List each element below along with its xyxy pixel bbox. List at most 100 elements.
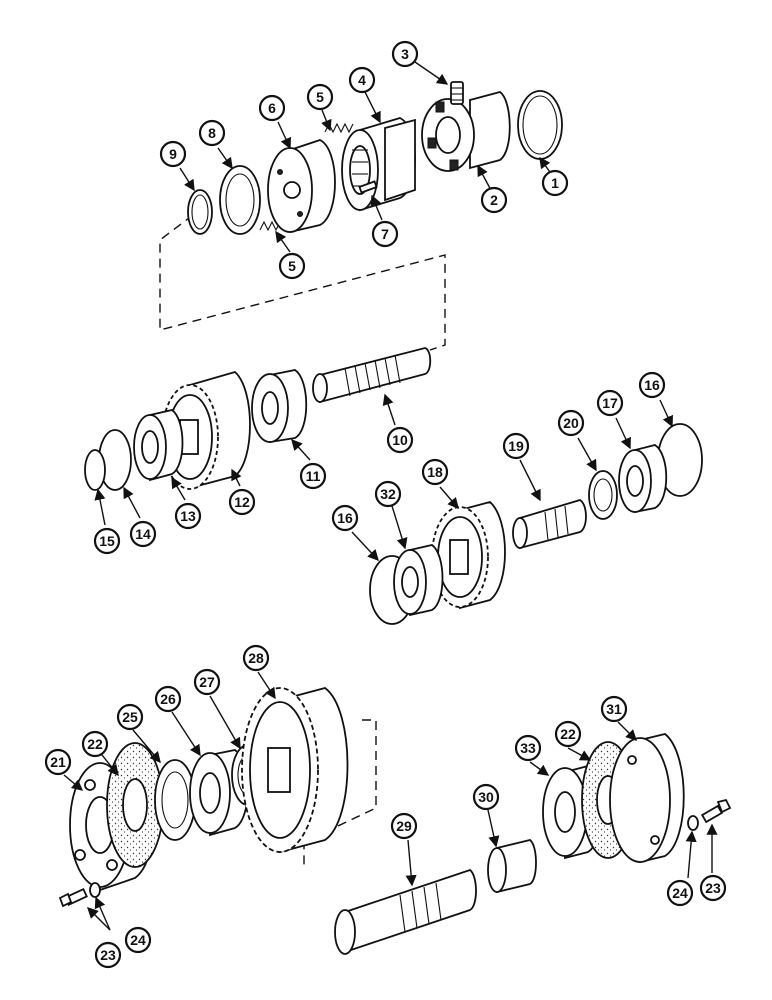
callout-26: 26 xyxy=(154,685,182,713)
callout-23-left: 23 xyxy=(94,941,122,969)
leader-lines xyxy=(63,61,718,931)
part-31-cover-plate xyxy=(609,733,685,864)
callout-5-upper: 5 xyxy=(306,83,334,111)
callout-27: 27 xyxy=(193,668,221,696)
svg-text:16: 16 xyxy=(644,377,660,393)
callout-3: 3 xyxy=(391,40,419,68)
svg-text:33: 33 xyxy=(520,740,536,756)
svg-text:3: 3 xyxy=(401,46,409,62)
svg-text:20: 20 xyxy=(563,415,579,431)
svg-text:18: 18 xyxy=(427,464,443,480)
callout-19: 19 xyxy=(502,432,530,460)
callout-21: 21 xyxy=(44,748,72,776)
svg-text:22: 22 xyxy=(87,736,103,752)
part-17-bearing xyxy=(618,444,668,514)
part-22-gasket-left xyxy=(106,742,164,868)
svg-text:5: 5 xyxy=(288,258,296,274)
svg-text:27: 27 xyxy=(199,674,215,690)
callout-9: 9 xyxy=(159,140,187,168)
svg-text:8: 8 xyxy=(208,125,216,141)
svg-text:6: 6 xyxy=(268,100,276,116)
callout-24-left: 24 xyxy=(124,926,152,954)
svg-text:22: 22 xyxy=(560,726,576,742)
callout-4: 4 xyxy=(348,66,376,94)
svg-text:11: 11 xyxy=(306,468,321,484)
callout-18: 18 xyxy=(421,458,449,486)
svg-text:23: 23 xyxy=(100,947,116,963)
callout-32: 32 xyxy=(374,480,402,508)
part-6-clutch-plate xyxy=(267,139,336,234)
svg-text:15: 15 xyxy=(99,533,115,549)
callout-33: 33 xyxy=(514,734,542,762)
svg-text:32: 32 xyxy=(380,486,396,502)
callout-31: 31 xyxy=(600,695,628,723)
callout-29: 29 xyxy=(390,812,418,840)
callout-20: 20 xyxy=(557,409,585,437)
svg-text:21: 21 xyxy=(50,754,66,770)
callout-14: 14 xyxy=(129,520,157,548)
callout-23-right: 23 xyxy=(699,874,727,902)
part-28-large-gear xyxy=(241,687,349,854)
callout-17: 17 xyxy=(596,389,624,417)
svg-text:4: 4 xyxy=(358,72,366,88)
svg-text:24: 24 xyxy=(130,932,146,948)
callout-30: 30 xyxy=(472,783,500,811)
svg-text:26: 26 xyxy=(160,691,176,707)
svg-text:17: 17 xyxy=(602,395,618,411)
callout-7: 7 xyxy=(371,220,399,248)
svg-text:23: 23 xyxy=(705,880,721,896)
svg-text:29: 29 xyxy=(396,818,412,834)
callout-1: 1 xyxy=(541,169,569,197)
callout-22-right: 22 xyxy=(554,720,582,748)
callout-16-left: 16 xyxy=(331,504,359,532)
svg-text:31: 31 xyxy=(606,701,622,717)
part-25-seal xyxy=(154,759,196,841)
part-26-bearing xyxy=(189,749,249,837)
part-30-sleeve xyxy=(487,839,537,894)
callout-8: 8 xyxy=(198,119,226,147)
svg-text:9: 9 xyxy=(169,146,177,162)
part-24-washer-left xyxy=(89,882,101,898)
part-18-gear xyxy=(431,501,506,610)
callout-5-lower: 5 xyxy=(278,252,306,280)
part-32-bearing xyxy=(393,544,444,617)
svg-text:1: 1 xyxy=(551,175,559,191)
svg-text:10: 10 xyxy=(392,432,408,448)
part-10-splined-shaft xyxy=(312,347,432,404)
callout-22-left: 22 xyxy=(81,730,109,758)
part-23-bolt-right xyxy=(700,798,732,824)
part-9-retaining-ring xyxy=(187,189,213,235)
part-3-set-screw xyxy=(450,81,464,105)
callout-11: 11 xyxy=(299,462,327,490)
svg-text:19: 19 xyxy=(508,438,524,454)
callout-6: 6 xyxy=(258,94,286,122)
part-24-washer-right xyxy=(687,815,699,831)
callout-28: 28 xyxy=(242,644,270,672)
part-23-bolt-left xyxy=(58,887,88,908)
svg-text:25: 25 xyxy=(122,709,138,725)
part-15-snap-ring xyxy=(84,449,106,491)
svg-text:7: 7 xyxy=(381,226,389,242)
part-19-stub-shaft xyxy=(512,499,587,550)
callout-15: 15 xyxy=(93,527,121,555)
part-1-snap-ring xyxy=(517,90,563,160)
svg-text:2: 2 xyxy=(490,192,498,208)
part-13-bearing xyxy=(133,409,184,482)
assembly-line-top xyxy=(159,214,446,351)
svg-text:5: 5 xyxy=(316,89,324,105)
callout-25: 25 xyxy=(116,703,144,731)
svg-text:28: 28 xyxy=(248,650,264,666)
callout-12: 12 xyxy=(228,488,256,516)
svg-text:16: 16 xyxy=(337,510,353,526)
callout-24-right: 24 xyxy=(666,879,694,907)
svg-text:13: 13 xyxy=(180,508,196,524)
callout-2: 2 xyxy=(480,186,508,214)
callout-10: 10 xyxy=(386,426,414,454)
part-29-output-shaft xyxy=(334,868,477,955)
part-4-splined-hub xyxy=(341,117,416,212)
svg-text:12: 12 xyxy=(234,494,250,510)
callout-16-right: 16 xyxy=(638,371,666,399)
svg-text:14: 14 xyxy=(135,526,151,542)
